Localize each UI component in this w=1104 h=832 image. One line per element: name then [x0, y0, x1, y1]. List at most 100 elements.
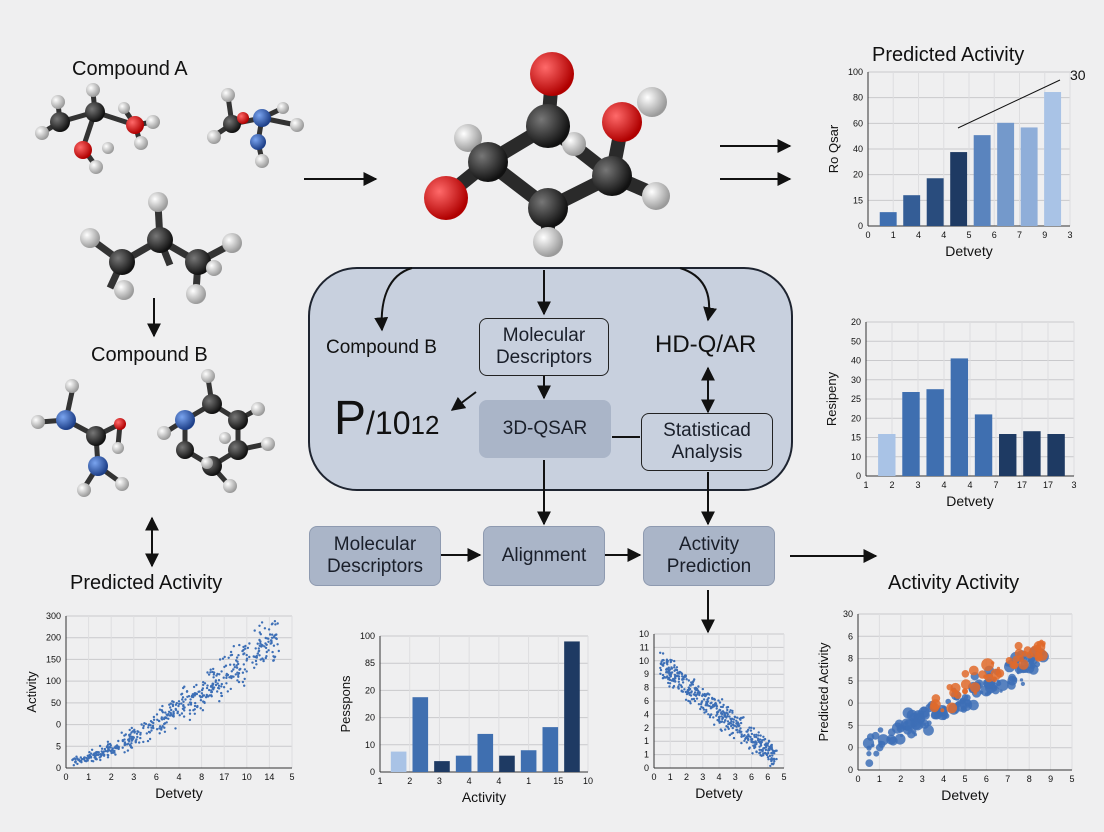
scatter-center-point	[685, 678, 688, 681]
scatter-left-point	[130, 742, 133, 745]
scatter-right-point-orange	[981, 658, 994, 671]
scatter-left-point	[270, 639, 273, 642]
scatter-right-xtick: 6	[984, 774, 989, 784]
scatter-center-point	[667, 666, 670, 669]
scatter-left-point	[202, 694, 206, 697]
p-formula-main: P	[334, 392, 367, 445]
scatter-center-xtick: 5	[781, 772, 786, 782]
scatter-left-point	[211, 686, 214, 690]
scatter-center-xtick: 4	[716, 772, 721, 782]
scatter-center-point	[721, 717, 724, 721]
scatter-left-point	[277, 649, 280, 653]
scatter-center-point	[736, 731, 739, 734]
scatter-center-point	[701, 687, 704, 691]
top-bar-ytick: 60	[853, 118, 863, 128]
scatter-center-point	[767, 748, 770, 751]
bottom-bar-bar	[564, 641, 580, 772]
bottom-bar-ytick: 20	[365, 713, 375, 723]
mid-bar-xtick: 4	[941, 480, 946, 490]
scatter-left-point	[267, 628, 271, 631]
scatter-left-point	[232, 668, 235, 671]
scatter-left-point	[252, 655, 255, 658]
scatter-left-ytick: 0	[56, 720, 61, 730]
scatter-right-xtick: 1	[877, 774, 882, 784]
scatter-center-point	[732, 721, 735, 724]
scatter-center-point	[732, 718, 736, 721]
scatter-left-point	[175, 702, 178, 705]
scatter-left-point	[256, 642, 259, 645]
scatter-center-point	[674, 680, 677, 683]
scatter-center-point	[767, 758, 770, 761]
compound-b-molecule-1-atoms	[31, 379, 129, 497]
mid-bar-bar	[878, 434, 896, 476]
scatter-left-xtick: 4	[176, 772, 181, 782]
scatter-left-point	[152, 715, 156, 719]
scatter-left-point	[220, 694, 223, 698]
scatter-center-point	[673, 666, 676, 669]
bottom-bar-bar	[542, 727, 559, 772]
bottom-bar-ylabel: Pesspons	[338, 675, 353, 733]
scatter-center-point	[697, 685, 700, 688]
scatter-right-ylabel: Predicted Activity	[816, 642, 831, 741]
scatter-left-point	[196, 704, 199, 708]
scatter-center-point	[687, 679, 690, 682]
scatter-center-point	[693, 691, 697, 694]
scatter-left-point	[253, 666, 256, 669]
scatter-right-point-blue	[986, 682, 994, 690]
scatter-left-point	[77, 758, 80, 761]
scatter-right-point-orange	[962, 689, 968, 695]
scatter-left-point	[131, 737, 135, 740]
scatter-center-point	[695, 688, 698, 692]
scatter-center-point	[768, 745, 771, 749]
scatter-center-point	[705, 700, 708, 704]
mid-bar-xtick: 3	[1071, 480, 1076, 490]
scatter-center-point	[661, 652, 665, 655]
scatter-right-point-blue	[961, 705, 966, 710]
scatter-center-point	[688, 693, 691, 696]
scatter-center-point	[758, 748, 761, 751]
scatter-center-point	[742, 734, 745, 738]
scatter-center-point	[697, 703, 701, 706]
scatter-left-point	[255, 656, 258, 659]
scatter-left-point	[147, 724, 150, 727]
scatter-center-point	[755, 733, 758, 736]
scatter-left-point	[164, 711, 167, 714]
scatter-center-point	[717, 699, 720, 702]
scatter-left-point	[125, 743, 129, 746]
scatter-right-xtick: 7	[1005, 774, 1010, 784]
scatter-left-point	[92, 753, 95, 757]
scatter-left-point	[216, 690, 219, 693]
top-bar-xtick: 0	[865, 230, 870, 240]
scatter-left-point	[157, 719, 161, 723]
scatter-left-point	[197, 690, 200, 693]
scatter-left-point	[181, 698, 184, 701]
scatter-center-xtick: 6	[749, 772, 754, 782]
bottom-bar-bar	[499, 755, 515, 772]
mid-bar-bar	[902, 392, 920, 476]
mid-bar-xlabel: Detvety	[946, 493, 993, 509]
scatter-right-point-orange	[1029, 645, 1043, 658]
scatter-center-point	[739, 718, 742, 721]
scatter-right-point-orange	[940, 708, 945, 713]
scatter-left-point	[225, 676, 228, 680]
scatter-left-point	[100, 747, 104, 750]
scatter-center-point	[690, 698, 694, 701]
bottom-bar-bar	[520, 750, 537, 772]
scatter-right-point-blue	[862, 737, 875, 749]
scatter-left-point	[155, 713, 159, 716]
scatter-center-point	[715, 707, 718, 710]
scatter-left-point	[244, 644, 247, 648]
scatter-center-point	[670, 659, 673, 662]
scatter-left-point	[80, 759, 83, 763]
scatter-left-point	[94, 751, 98, 754]
scatter-right-ytick: 8	[848, 654, 853, 664]
scatter-left-point	[182, 715, 186, 718]
scatter-right-point-orange	[996, 666, 1001, 670]
mid-bar-ytick: 10	[851, 452, 861, 462]
scatter-left-point	[155, 728, 159, 731]
scatter-center-point	[764, 748, 768, 752]
scatter-left-point	[171, 703, 174, 706]
scatter-left-point	[160, 728, 163, 731]
